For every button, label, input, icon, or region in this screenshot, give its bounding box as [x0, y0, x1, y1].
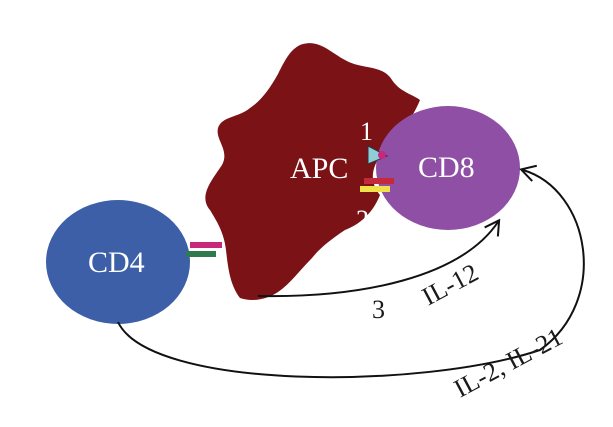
il2-il21-label: IL-2, IL-21 [449, 322, 567, 403]
cd4-receptor-bar-green [186, 251, 216, 257]
cd8-label: CD8 [418, 151, 475, 184]
signal-1-label: 1 [360, 117, 373, 146]
signal-2-label: 2 [356, 205, 369, 234]
signal-1-peptide [378, 151, 386, 159]
arrow-apc-to-cd8 [257, 218, 501, 298]
apc-label: APC [290, 152, 348, 185]
signal-2-bar-red [364, 178, 394, 184]
cd8-cell [376, 106, 520, 230]
apc-cell [205, 43, 420, 300]
cd4-cell [46, 200, 190, 324]
signal-2-bar-yellow [360, 186, 390, 192]
signal-3-label: 3 [372, 295, 385, 324]
il12-label: IL-12 [417, 258, 483, 311]
cd4-label: CD4 [88, 246, 145, 279]
signal-1-receptor [367, 145, 389, 165]
cd4-receptor-bar-magenta [190, 242, 222, 248]
arrow-cd4-to-cd8 [117, 164, 585, 379]
